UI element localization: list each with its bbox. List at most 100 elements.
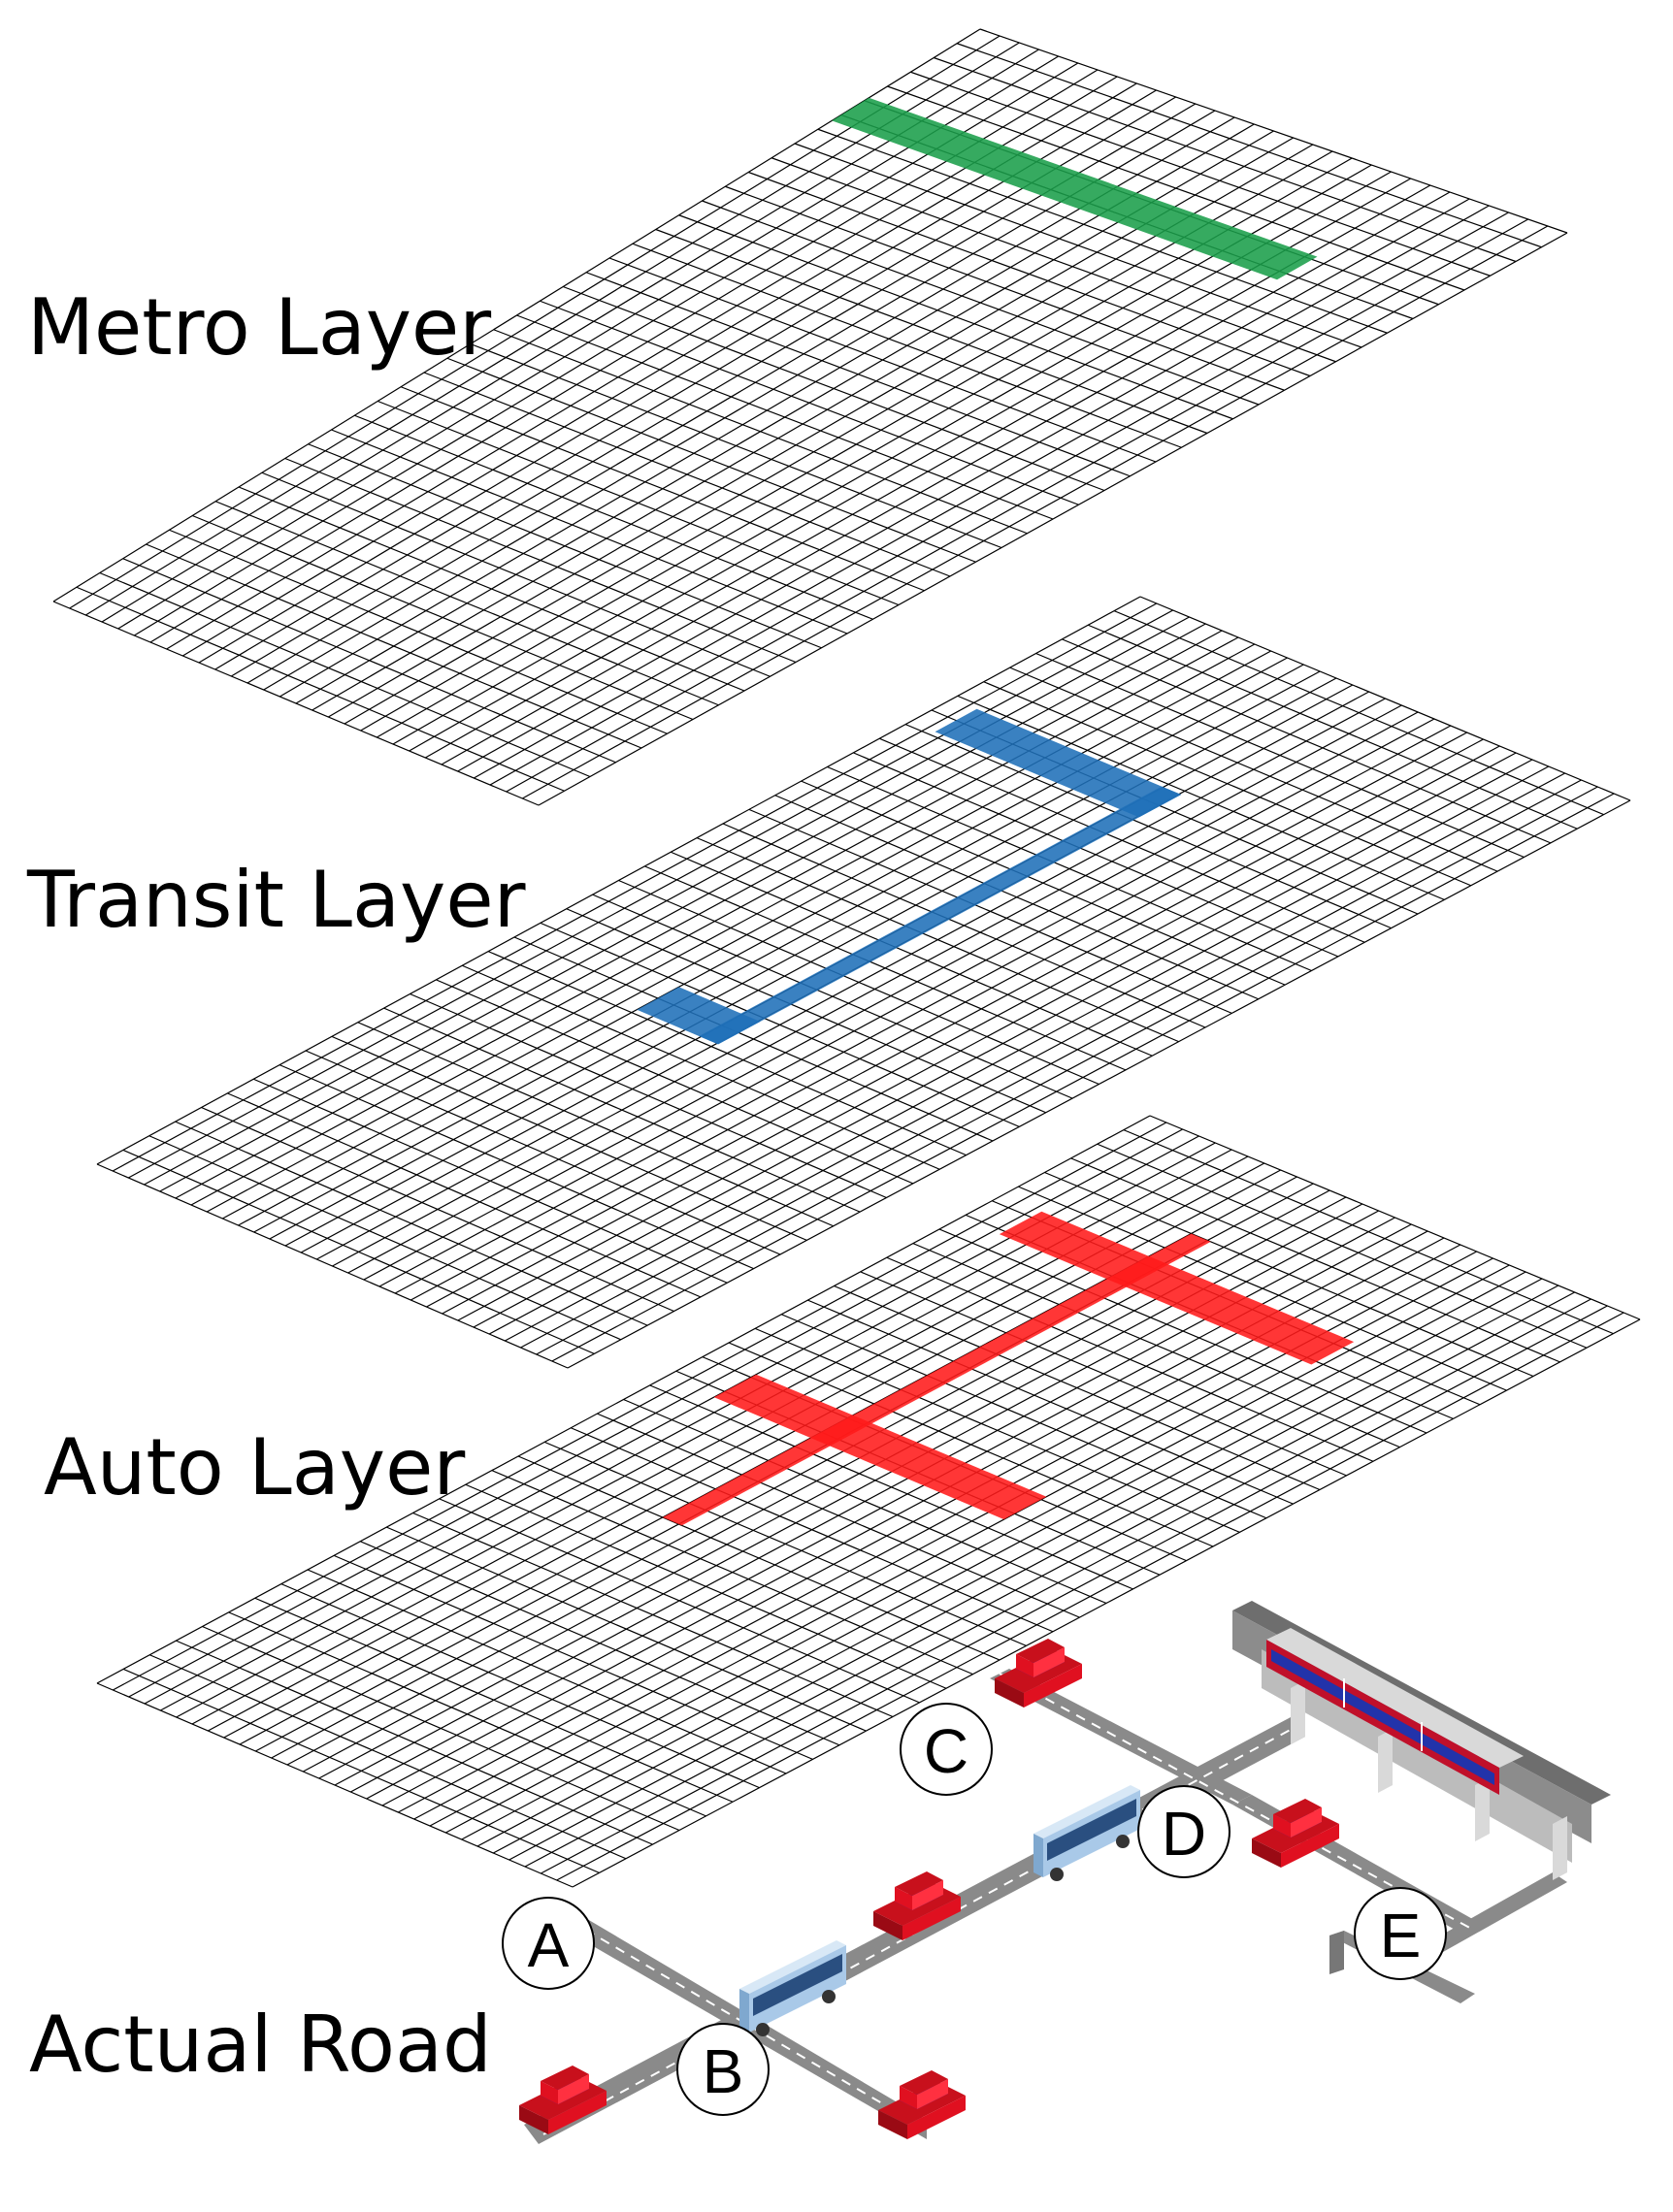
grid-line	[678, 214, 1233, 420]
grid-line	[632, 243, 1182, 448]
grid-line	[853, 752, 1339, 958]
grid-line	[76, 586, 565, 792]
grid-line	[148, 1135, 621, 1341]
grid-line	[517, 1455, 1001, 1661]
grid-line	[439, 1498, 920, 1704]
grid-line	[446, 357, 976, 563]
grid-line	[331, 1035, 807, 1241]
grid-line	[354, 414, 873, 620]
grid-line	[623, 1398, 1107, 1605]
train-icon	[1266, 1628, 1524, 1795]
grid-line	[192, 514, 694, 721]
grid-plane	[97, 597, 1630, 1368]
grid-line	[956, 43, 1542, 248]
car-icon	[519, 2066, 607, 2134]
grid-line	[1009, 667, 1498, 872]
grid-line	[201, 1106, 674, 1313]
auto-line	[999, 1211, 1355, 1365]
grid-line	[436, 979, 914, 1185]
transit-line	[699, 786, 1182, 1045]
svg-text:B: B	[703, 2036, 744, 2106]
grid-line	[377, 400, 900, 606]
grid-line	[1123, 1129, 1614, 1335]
grid-line	[333, 1554, 813, 1760]
actual-road-label: Actual Road	[29, 2000, 492, 2090]
grid-line	[96, 1163, 569, 1369]
grid-line	[470, 342, 1002, 549]
grid-line	[175, 1121, 648, 1326]
grid-line	[540, 300, 1079, 505]
grid-line	[904, 724, 1392, 929]
grid-line	[122, 1668, 600, 1873]
auto-layer-label: Auto Layer	[44, 1422, 465, 1513]
grid-line	[592, 894, 1073, 1099]
grid-line	[1113, 610, 1604, 816]
grid-line	[1035, 652, 1525, 859]
grid-line	[228, 1611, 706, 1817]
grid-line	[386, 1526, 867, 1732]
grid-line	[886, 1256, 1374, 1462]
car-icon	[873, 1871, 961, 1940]
grid-line	[748, 171, 1311, 377]
grid-line	[214, 501, 719, 706]
grid-line	[1149, 1115, 1641, 1320]
grid-line	[771, 157, 1336, 363]
grid-line	[754, 1327, 1240, 1533]
svg-text:C: C	[924, 1716, 968, 1786]
node-a: A	[502, 1897, 595, 1990]
grid-line	[146, 543, 642, 749]
grid-line	[279, 1064, 754, 1270]
grid-line	[308, 443, 822, 649]
grid-line	[728, 1342, 1214, 1547]
node-b: B	[676, 2023, 770, 2116]
auto-line	[713, 1374, 1047, 1520]
grid-line	[400, 386, 925, 592]
grid-line	[513, 936, 994, 1142]
grid-line	[834, 1285, 1321, 1491]
grid-line	[979, 28, 1568, 234]
grid-line	[807, 1299, 1294, 1505]
grid-line	[879, 737, 1365, 943]
grid-line	[597, 1413, 1080, 1618]
grid-line	[801, 780, 1286, 986]
transit-line	[935, 708, 1182, 818]
grid-line	[331, 429, 848, 634]
grid-line	[122, 558, 616, 764]
grid-line	[543, 1441, 1027, 1646]
bus-icon	[1033, 1785, 1140, 1881]
auto-line	[662, 1233, 1211, 1526]
grid-line	[410, 992, 887, 1199]
bus-icon	[739, 1940, 846, 2036]
svg-text:A: A	[528, 1910, 570, 1980]
auto-layer-grid	[96, 1115, 1641, 1888]
grid-line	[357, 1022, 834, 1227]
road-segment-e-sw	[1329, 1931, 1344, 1974]
transit-line	[637, 987, 761, 1045]
grid-line	[280, 1583, 760, 1789]
metro-layer-grid	[52, 28, 1568, 806]
grid-line	[261, 472, 771, 677]
grid-line	[696, 837, 1179, 1043]
grid-line	[1088, 624, 1578, 830]
grid-line	[781, 1314, 1267, 1519]
transit-layer-grid	[96, 596, 1631, 1369]
grid-line	[493, 329, 1028, 535]
grid-line	[938, 1228, 1427, 1434]
grid-line	[1139, 596, 1631, 801]
grid-line	[99, 571, 591, 778]
grid-line	[585, 272, 1131, 477]
grid-line	[305, 1050, 781, 1255]
metro-layer-label: Metro Layer	[27, 282, 491, 373]
node-d: D	[1137, 1785, 1230, 1878]
car-icon	[878, 2070, 966, 2139]
grid-line	[725, 185, 1285, 391]
grid-line	[827, 765, 1312, 972]
grid-line	[284, 457, 797, 664]
grid-line	[608, 257, 1157, 463]
grid-line	[149, 1654, 627, 1860]
grid-line	[794, 143, 1362, 348]
grid-line	[383, 1007, 861, 1213]
grid-line	[910, 71, 1491, 276]
node-c: C	[900, 1703, 993, 1796]
